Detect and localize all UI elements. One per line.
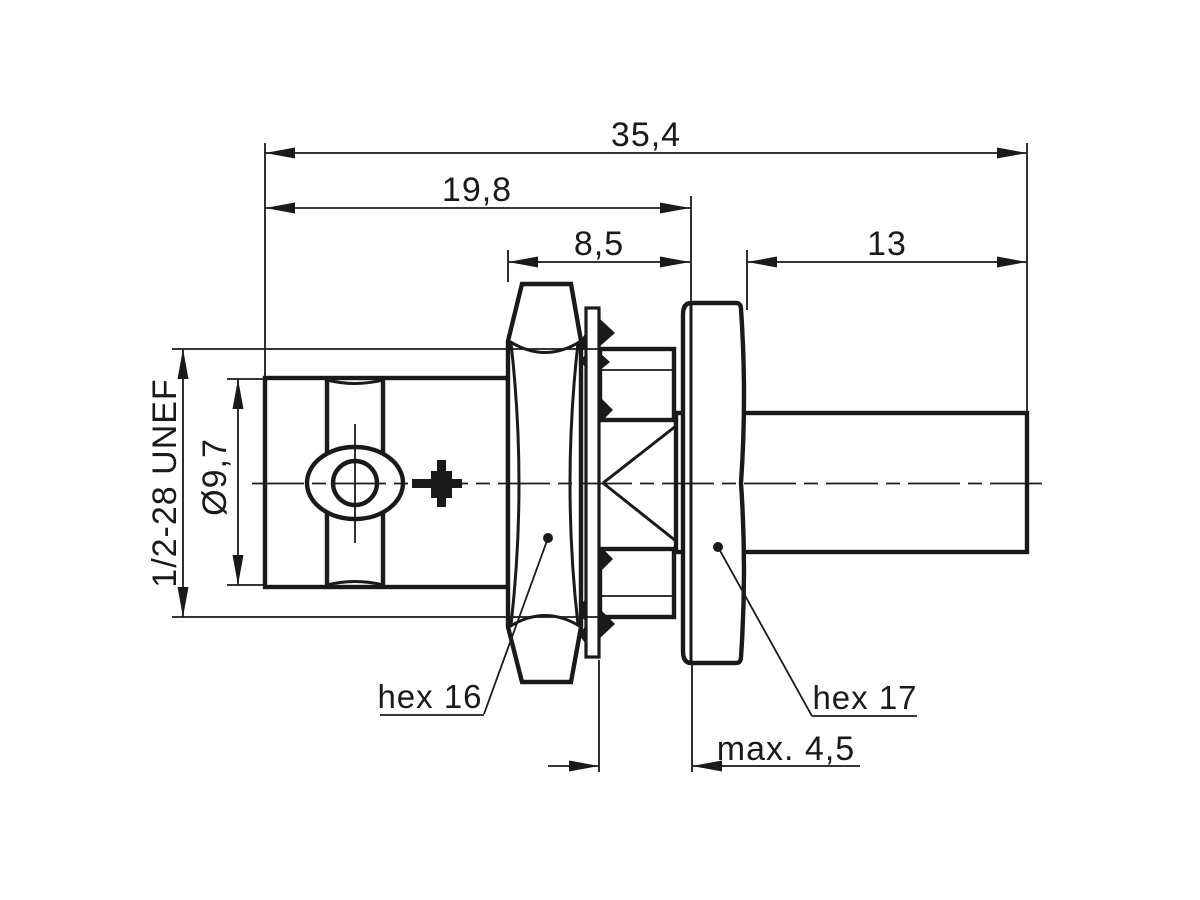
extension-lines [172,143,1028,772]
arrowhead-right [660,256,690,268]
dimension-rear-length: 13 [747,225,1027,268]
panel-zone-cross [602,420,682,547]
leader-line [483,537,549,715]
washer-tooth [599,396,613,424]
slot-dip-bottom [326,580,384,587]
coupling-nut-label: hex 16 [377,678,482,715]
coupling-body [262,375,511,590]
dimension-front-length: 19,8 [265,171,690,214]
arrowhead-up [177,349,189,379]
dimension-panel-thickness: max. 4,5 [548,730,860,772]
cross-line-lower [602,481,682,547]
washer-tooth [579,625,586,644]
dimension-overall-length-label: 35,4 [611,116,681,154]
dimension-body-diameter-label: Ø9,7 [196,438,234,516]
arrowhead-down [232,555,244,585]
arrowhead-left [265,202,295,214]
leader-line [717,546,813,717]
lock-washer [577,306,615,659]
arrowhead-down [177,587,189,617]
arrowhead-left [265,147,295,159]
arrowhead-right [660,202,690,214]
hex-nut-chamfer-arc-bottom [508,614,582,629]
thread-section [597,346,677,620]
washer-tooth [599,545,613,573]
coupling-body-outline [262,375,511,590]
washer-tooth [599,352,610,371]
arrowhead-right [692,760,722,772]
dimension-thread-length: 8,5 [508,225,690,268]
arrowhead-left [508,256,538,268]
dimension-thread-spec-label: 1/2-28 UNEF [146,378,184,587]
label-coupling-nut: hex 16 [377,533,553,716]
flange-nut-label: hex 17 [812,679,917,716]
hex-nut-chamfer-arc-top [508,339,582,354]
dimension-body-diameter: Ø9,7 [196,379,244,585]
slot-dip-top [326,378,384,385]
dimension-overall-length: 35,4 [265,116,1027,159]
arrowhead-right [997,256,1027,268]
dimension-thread-spec: 1/2-28 UNEF [146,349,189,617]
label-flange-nut: hex 17 [713,542,917,717]
arrowhead-right [997,147,1027,159]
dimension-panel-thickness-label: max. 4,5 [717,730,855,768]
arrowhead-left [747,256,777,268]
washer-plate [584,306,601,659]
cross-line-upper [602,420,682,485]
dimension-thread-length-label: 8,5 [574,225,624,263]
arrowhead-up [232,379,244,409]
washer-tooth [599,608,615,639]
dimension-rear-length-label: 13 [867,225,907,263]
arrowhead-left [569,760,599,772]
washer-tooth [599,318,615,347]
dimension-front-length-label: 19,8 [442,171,512,209]
